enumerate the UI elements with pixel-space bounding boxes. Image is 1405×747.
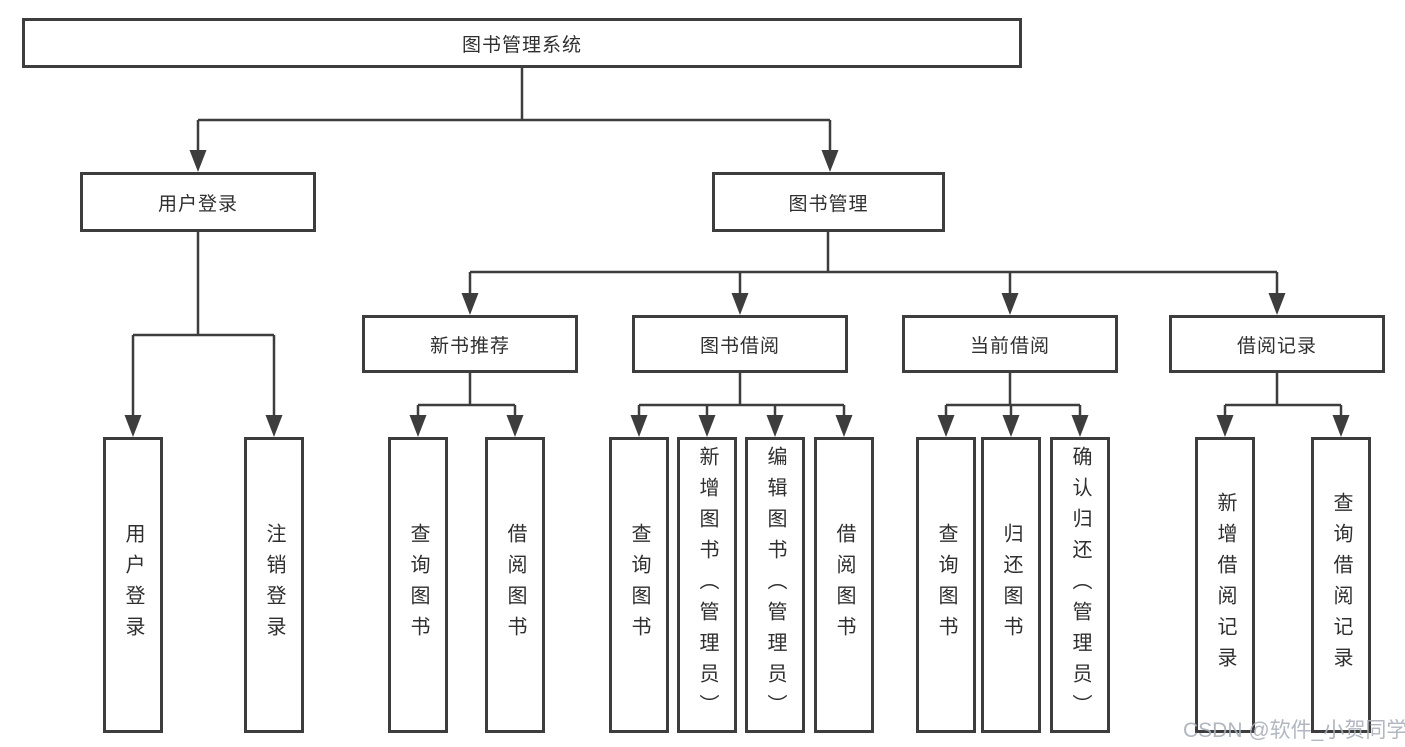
node-label: 确认归还（管理员） (1069, 445, 1091, 725)
leaf-user-login: 用户登录 (103, 437, 163, 733)
node-label: 查询借阅记录 (1330, 492, 1352, 678)
leaf-query-borrow-record: 查询借阅记录 (1311, 437, 1371, 733)
leaf-query-book-recommend: 查询图书 (388, 437, 448, 733)
node-current-borrow: 当前借阅 (902, 315, 1118, 373)
node-borrow-records: 借阅记录 (1169, 315, 1385, 373)
node-book-borrow: 图书借阅 (632, 315, 848, 373)
node-label: 编辑图书（管理员） (764, 445, 786, 725)
leaf-add-borrow-record: 新增借阅记录 (1195, 437, 1255, 733)
leaf-confirm-return-admin: 确认归还（管理员） (1050, 437, 1110, 733)
leaf-borrow-book-recommend: 借阅图书 (485, 437, 545, 733)
leaf-query-book-borrow: 查询图书 (609, 437, 669, 733)
node-label: 新增借阅记录 (1214, 492, 1236, 678)
node-label: 图书管理 (788, 193, 869, 215)
node-label: 新增图书（管理员） (696, 445, 718, 725)
node-root-system: 图书管理系统 (22, 18, 1022, 68)
node-label: 注销登录 (263, 523, 285, 647)
node-new-book-recommend: 新书推荐 (362, 315, 578, 373)
leaf-query-book-current: 查询图书 (916, 437, 976, 733)
node-label: 查询图书 (407, 523, 429, 647)
arrowheads (124, 150, 1350, 437)
node-label: 新书推荐 (429, 335, 510, 357)
node-label: 借阅图书 (833, 523, 855, 647)
leaf-edit-book-admin: 编辑图书（管理员） (745, 437, 805, 733)
node-label: 用户登录 (122, 523, 144, 647)
node-label: 归还图书 (1000, 523, 1022, 647)
node-label: 借阅图书 (504, 523, 526, 647)
leaf-add-book-admin: 新增图书（管理员） (677, 437, 737, 733)
node-label: 当前借阅 (969, 335, 1050, 357)
leaf-borrow-book: 借阅图书 (814, 437, 874, 733)
node-label: 查询图书 (628, 523, 650, 647)
node-label: 查询图书 (935, 523, 957, 647)
node-label: 用户登录 (157, 193, 238, 215)
node-user-login-branch: 用户登录 (80, 172, 316, 232)
node-label: 图书借阅 (699, 335, 780, 357)
node-label: 借阅记录 (1236, 335, 1317, 357)
leaf-return-book: 归还图书 (981, 437, 1041, 733)
leaf-logout: 注销登录 (244, 437, 304, 733)
node-label: 图书管理系统 (461, 34, 582, 56)
csdn-watermark: CSDN @软件_小贺同学 (1183, 719, 1405, 742)
node-book-management-branch: 图书管理 (712, 172, 945, 232)
